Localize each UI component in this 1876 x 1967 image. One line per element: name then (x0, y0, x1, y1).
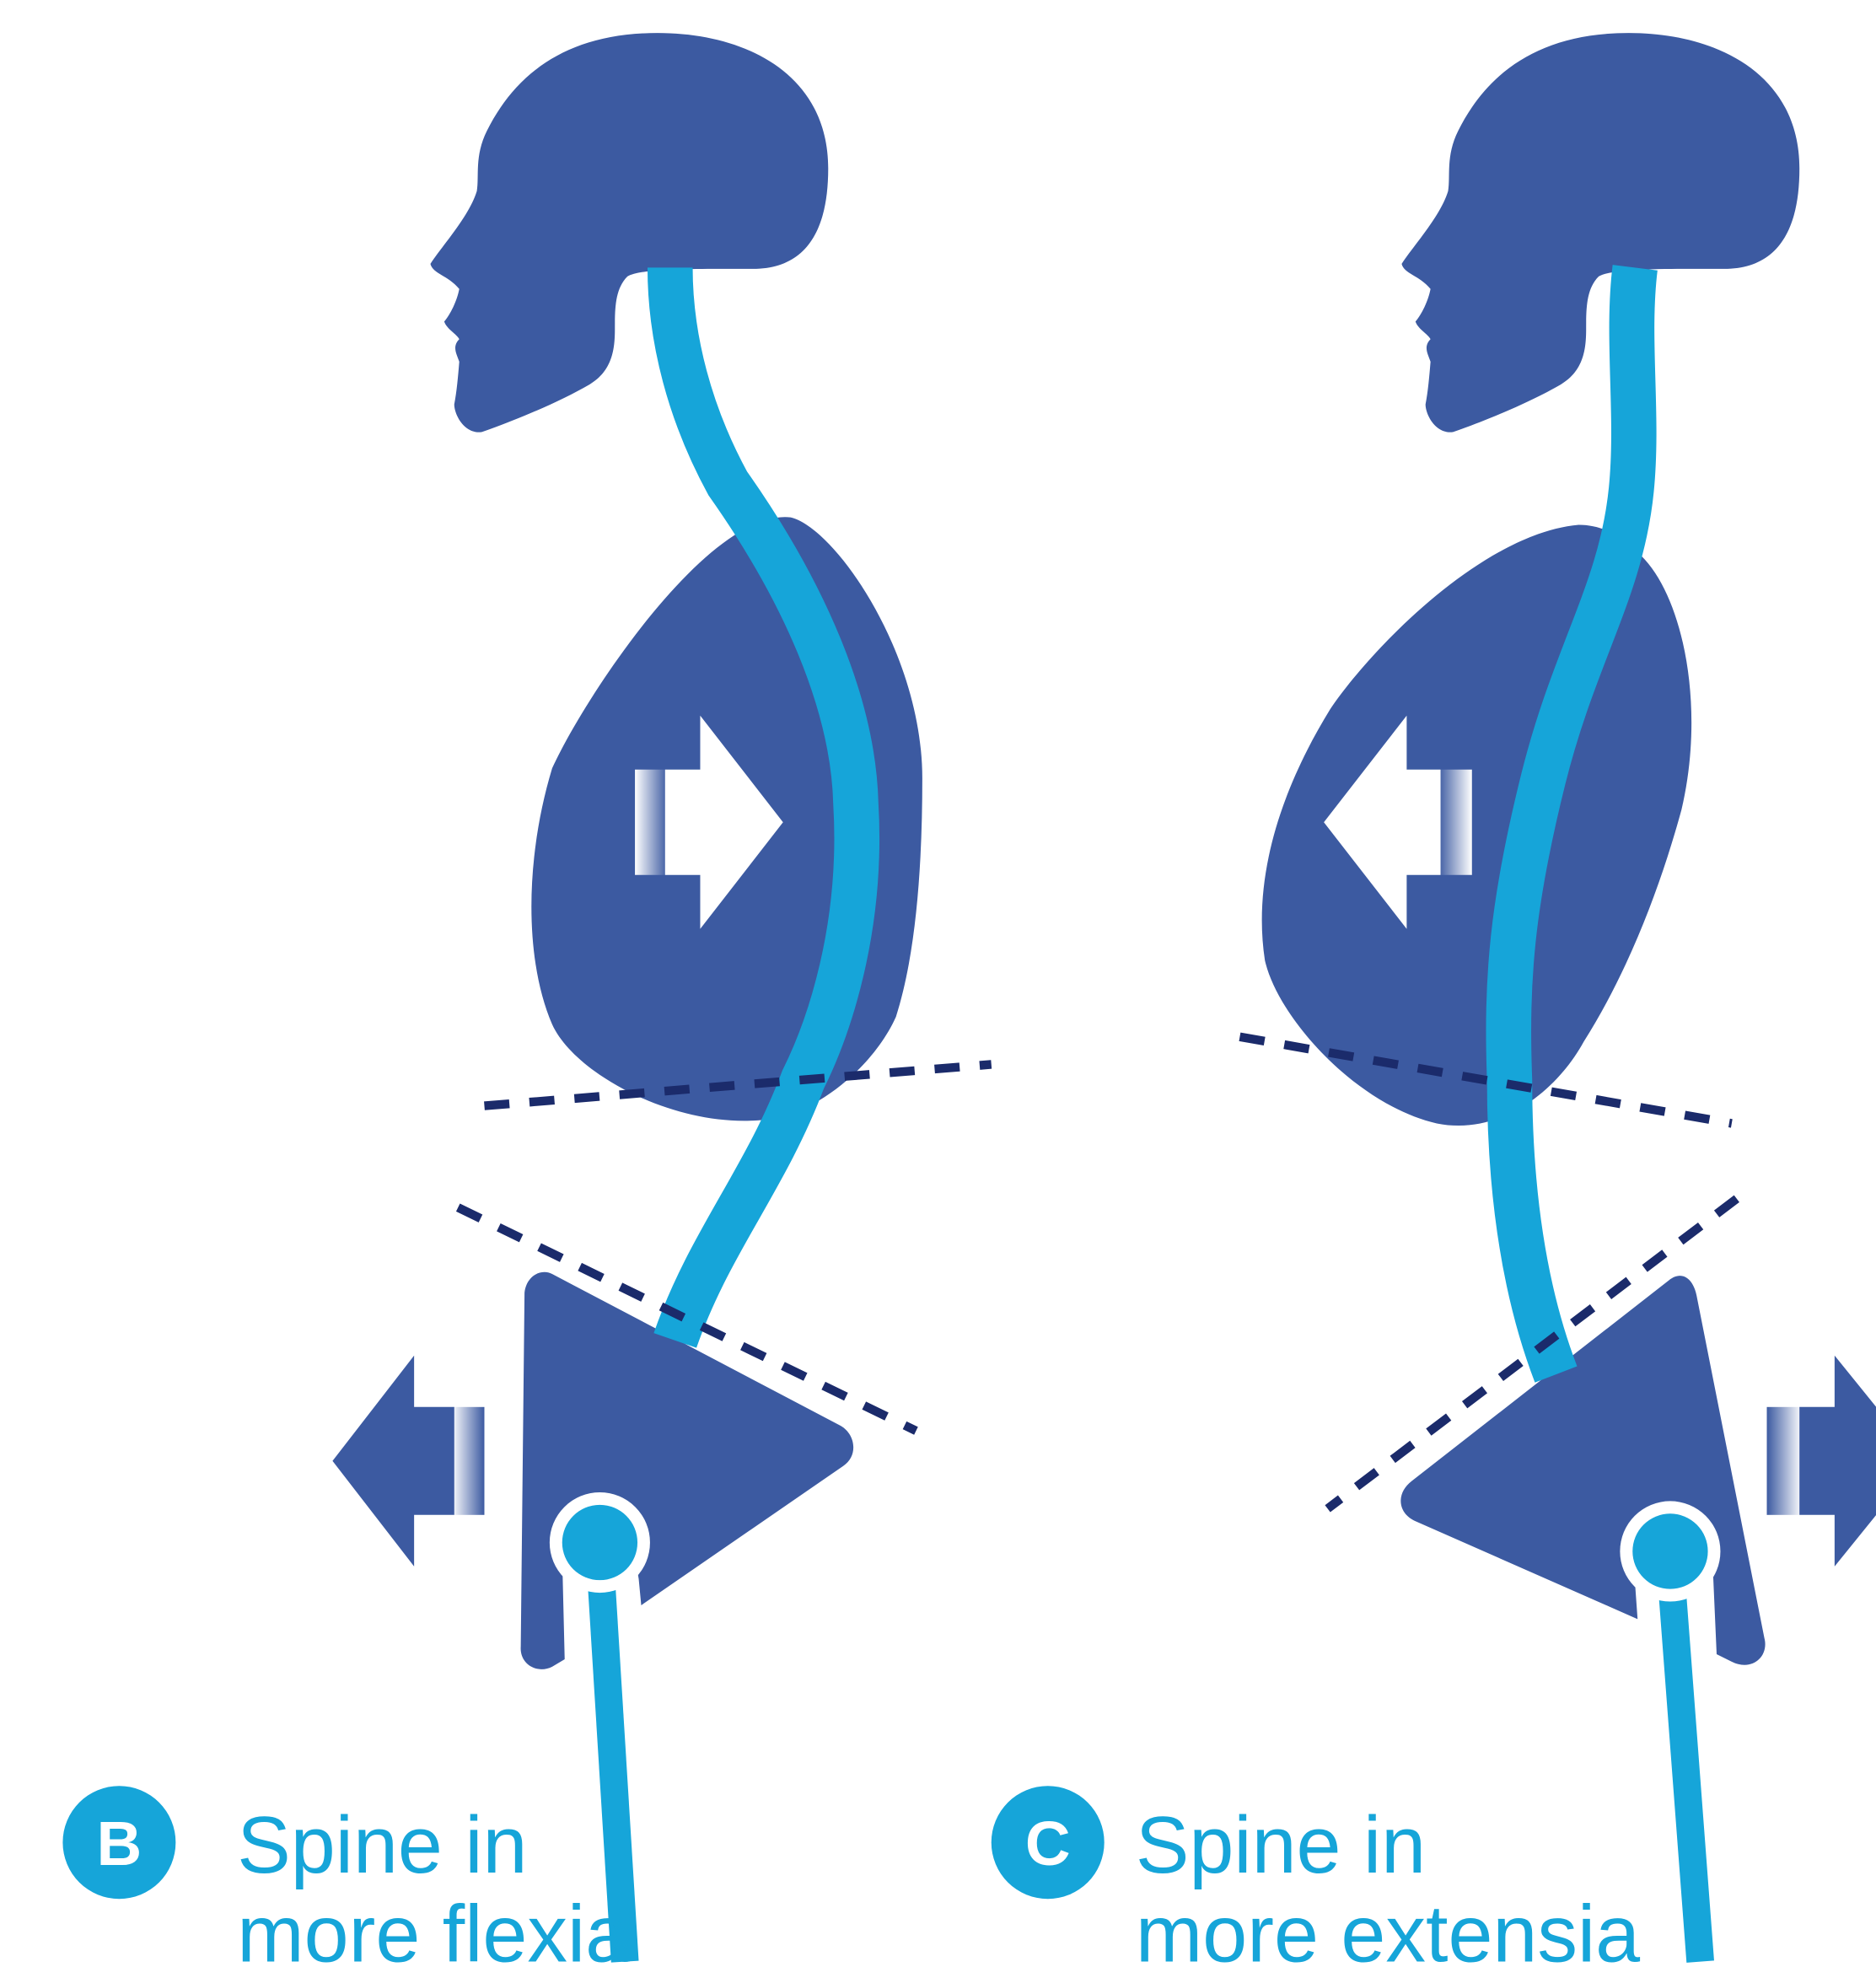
badge-letter: C (1025, 1808, 1071, 1878)
hip-joint-core (562, 1505, 637, 1580)
label-line-1: Spine in (1136, 1801, 1426, 1890)
label-line-2: more extensia (1136, 1890, 1640, 1967)
arrow-icon (332, 1356, 454, 1567)
label-line-2: more flexia (237, 1890, 630, 1967)
pelvis (1400, 1276, 1765, 1665)
head-icon (430, 33, 828, 433)
arrow-icon (1799, 1356, 1876, 1567)
hip-joint-core (1632, 1513, 1707, 1588)
arrow-tail-fade (452, 1407, 485, 1515)
arrow-tail-fade (1767, 1407, 1803, 1515)
femur (1670, 1564, 1701, 1962)
badge-letter: B (97, 1808, 142, 1878)
panel-b: B Spine in more flexia (62, 33, 991, 1967)
arrow-tail-fade (635, 770, 668, 875)
panel-c: C Spine in more extensia (992, 33, 1876, 1967)
arrow-tail-fade (1438, 770, 1472, 875)
head-icon (1401, 33, 1799, 433)
label-line-1: Spine in (237, 1801, 527, 1890)
